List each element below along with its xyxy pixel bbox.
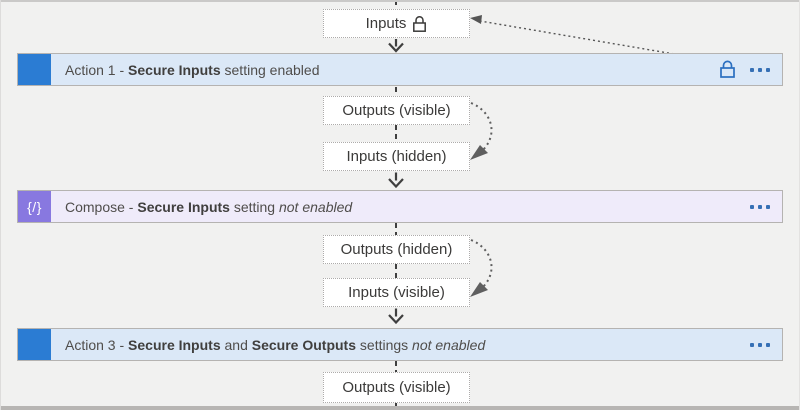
action1-title-suffix: setting enabled <box>220 61 320 78</box>
action3-title-prefix: Action 3 - <box>65 336 129 353</box>
arrow-inputs-hidden-to-compose <box>388 172 404 189</box>
inputs-node-label: Inputs <box>365 15 407 32</box>
compose-title: Compose - Secure Inputs setting not enab… <box>65 199 352 215</box>
curve-outputs-hidden-to-inputs-visible <box>470 239 493 297</box>
action1-title-prefix: Action 1 - <box>65 61 129 78</box>
action3-controls <box>748 339 772 351</box>
outputs-hidden-label: Outputs (hidden) <box>340 241 453 258</box>
inputs-hidden-label: Inputs (hidden) <box>346 148 447 165</box>
action3-title-mid1: and <box>220 336 252 353</box>
left-edge <box>0 0 1 410</box>
inputs-node: Inputs <box>323 9 470 38</box>
action1-icon <box>18 54 51 85</box>
action1-more-options-button[interactable] <box>748 64 772 76</box>
outputs-visible-label-2: Outputs (visible) <box>342 379 451 396</box>
top-edge <box>0 0 800 2</box>
action3-card[interactable]: Action 3 - Secure Inputs and Secure Outp… <box>17 328 783 361</box>
outputs-hidden-node: Outputs (hidden) <box>323 235 470 264</box>
compose-title-bold: Secure Inputs <box>137 198 230 215</box>
compose-title-prefix: Compose - <box>65 198 138 215</box>
action3-icon <box>18 329 51 360</box>
action3-more-options-button[interactable] <box>748 339 772 351</box>
compose-title-mid: setting <box>229 198 279 215</box>
arrow-inputs-to-action1 <box>388 39 404 53</box>
action3-title-italic: not enabled <box>412 336 486 353</box>
compose-icon: {/} <box>18 191 51 222</box>
action1-card[interactable]: Action 1 - Secure Inputs setting enabled <box>17 53 783 86</box>
inputs-visible-label: Inputs (visible) <box>348 284 445 301</box>
action3-title-bold2: Secure Outputs <box>251 336 357 353</box>
compose-card[interactable]: {/} Compose - Secure Inputs setting not … <box>17 190 783 223</box>
outputs-visible-node-1: Outputs (visible) <box>323 96 470 125</box>
action1-title: Action 1 - Secure Inputs setting enabled <box>65 62 319 78</box>
action3-title-bold1: Secure Inputs <box>128 336 221 353</box>
secure-lock-icon <box>720 60 735 78</box>
lock-icon <box>413 15 427 32</box>
compose-more-options-button[interactable] <box>748 201 772 213</box>
bottom-edge <box>0 406 800 410</box>
action1-title-bold: Secure Inputs <box>128 61 221 78</box>
compose-controls <box>748 201 772 213</box>
inputs-hidden-node: Inputs (hidden) <box>323 142 470 171</box>
action3-title: Action 3 - Secure Inputs and Secure Outp… <box>65 337 485 353</box>
compose-title-italic: not enabled <box>278 198 353 215</box>
arrow-inputs-visible-to-action3 <box>388 308 404 325</box>
action1-controls <box>719 60 772 79</box>
outputs-visible-label-1: Outputs (visible) <box>342 102 451 119</box>
action3-title-mid2: settings <box>356 336 413 353</box>
compose-icon-glyph: {/} <box>27 198 42 215</box>
outputs-visible-node-2: Outputs (visible) <box>323 372 470 403</box>
curve-outputs-to-inputs-hidden <box>470 102 493 160</box>
inputs-visible-node: Inputs (visible) <box>323 278 470 307</box>
